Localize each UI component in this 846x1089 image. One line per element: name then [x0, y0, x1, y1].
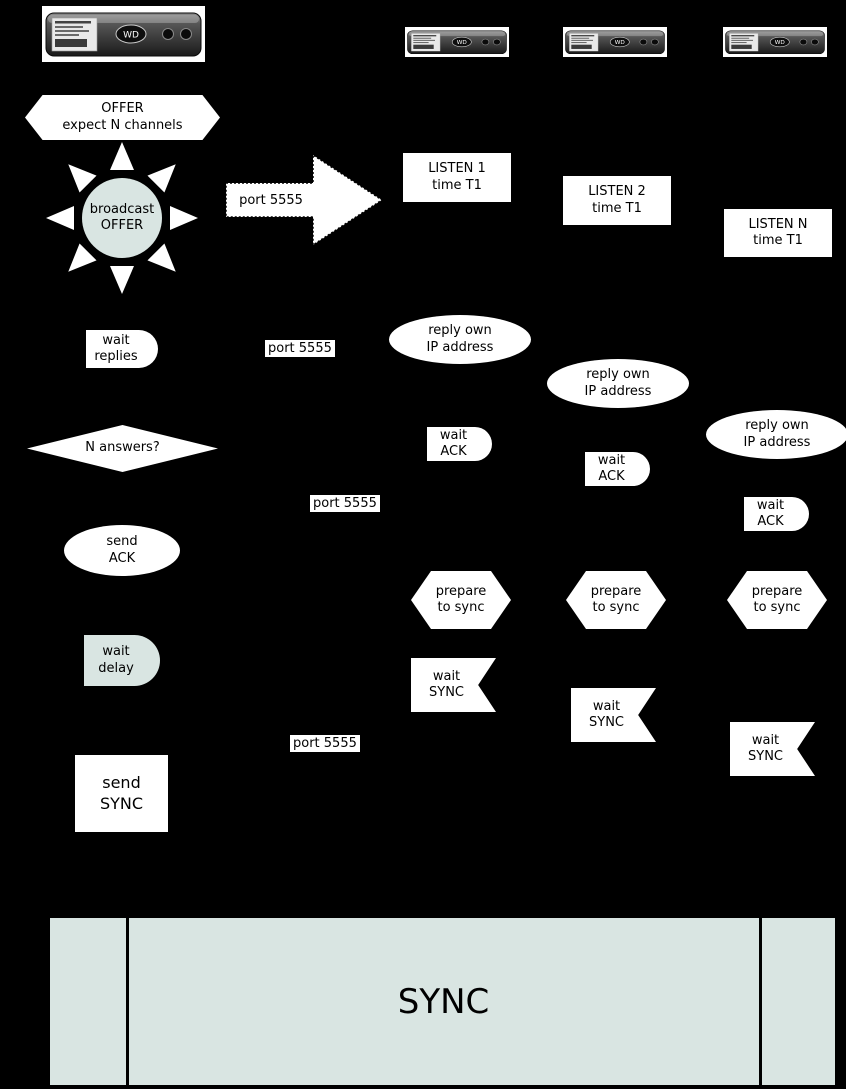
wait-ack-step-n: wait ACK	[744, 497, 809, 531]
sync-bar-divider-left	[126, 918, 129, 1085]
reply-ip-step-2: reply own IP address	[547, 359, 689, 408]
send-sync-step: send SYNC	[75, 755, 168, 832]
wait-sync-step-n: wait SYNC	[730, 722, 815, 776]
wd-logo: WD	[775, 40, 785, 45]
wait-ack-step-2: wait ACK	[585, 452, 650, 486]
reply-ip-step-n: reply own IP address	[706, 410, 846, 459]
port-label-sync: port 5555	[290, 735, 360, 752]
wd-device-graphic: WD	[563, 27, 667, 57]
wait-sync-step-2: wait SYNC	[571, 688, 656, 742]
wd-device-image-node2: WD	[563, 27, 667, 57]
send-ack-step: send ACK	[64, 525, 180, 576]
sync-bar-divider-right	[759, 918, 762, 1085]
wd-logo: WD	[615, 40, 625, 45]
wd-device-graphic: WD	[405, 27, 509, 57]
port-label-reply: port 5555	[265, 340, 335, 357]
wd-logo: WD	[123, 31, 139, 41]
prepare-sync-step-2: prepare to sync	[566, 571, 666, 629]
port-label-ack: port 5555	[310, 495, 380, 512]
prepare-sync-step-1: prepare to sync	[411, 571, 511, 629]
prepare-sync-step-n: prepare to sync	[727, 571, 827, 629]
wait-ack-step-1: wait ACK	[427, 427, 492, 461]
wait-delay-step: wait delay	[84, 635, 160, 686]
decision-n-answers: N answers?	[27, 425, 218, 472]
arrow-port-label: port 5555	[239, 192, 303, 208]
wd-device-graphic: WD	[42, 6, 205, 62]
wait-sync-step-1: wait SYNC	[411, 658, 496, 712]
listen-step-n: LISTEN N time T1	[724, 209, 832, 257]
sun-burst-icon	[46, 142, 198, 294]
wait-replies-step: wait replies	[86, 330, 158, 368]
right-arrow-icon	[225, 153, 384, 247]
sync-label: SYNC	[397, 981, 490, 1022]
wd-device-graphic: WD	[723, 27, 827, 57]
listen-step-1: LISTEN 1 time T1	[403, 153, 511, 202]
listen-step-2: LISTEN 2 time T1	[563, 176, 671, 225]
reply-ip-step-1: reply own IP address	[389, 315, 531, 364]
broadcast-offer-step: broadcast OFFER	[44, 140, 200, 296]
wd-device-image-node1: WD	[405, 27, 509, 57]
sync-bar: SYNC	[50, 918, 835, 1085]
wd-device-image-node3: WD	[723, 27, 827, 57]
broadcast-offer-label: broadcast OFFER	[89, 201, 155, 233]
broadcast-arrow: port 5555	[225, 152, 385, 248]
wd-device-image-master: WD	[42, 6, 205, 62]
offer-step: OFFER expect N channels	[25, 95, 220, 140]
wd-logo: WD	[457, 40, 467, 45]
